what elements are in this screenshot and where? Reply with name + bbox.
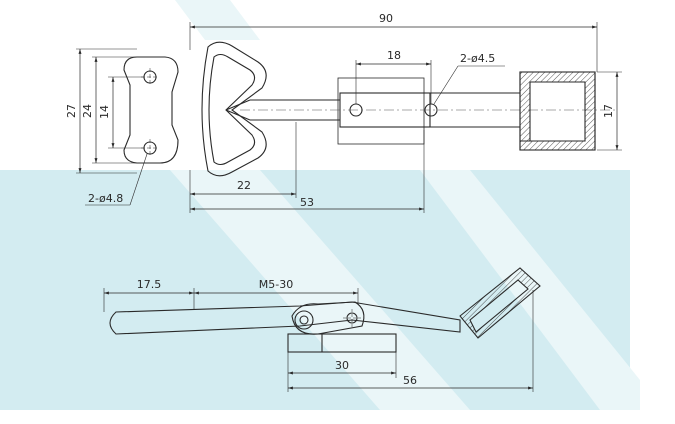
wire-loop-inner (208, 53, 256, 166)
label-30: 30 (335, 359, 349, 372)
leader-hole-right (433, 65, 459, 105)
link-hole (346, 312, 358, 324)
label-56: 56 (403, 374, 417, 387)
label-17-5: 17.5 (137, 278, 162, 291)
label-22: 22 (237, 179, 251, 192)
pivot-pin-inner (299, 315, 309, 325)
leader-hole-left (129, 153, 148, 206)
hook-side (459, 267, 541, 339)
label-m5-30: M5-30 (259, 278, 293, 291)
label-17: 17 (602, 104, 615, 118)
top-diagonal-shade (175, 0, 260, 40)
lever-arm (109, 301, 461, 335)
label-hole-spec-right: 2-ø4.5 (460, 52, 495, 65)
label-27: 27 (65, 104, 78, 118)
wire-loop (201, 41, 267, 177)
label-24: 24 (81, 104, 94, 118)
pivot-link (291, 301, 365, 335)
band-stripe (170, 170, 470, 410)
label-14: 14 (98, 105, 111, 119)
slider-outline (337, 77, 425, 145)
label-18: 18 (387, 49, 401, 62)
label-hole-spec-left: 2-ø4.8 (88, 192, 123, 205)
base-plate (123, 56, 179, 164)
pivot-pin (294, 310, 314, 330)
label-90: 90 (379, 12, 393, 25)
label-53: 53 (300, 196, 314, 209)
side-base (287, 333, 397, 353)
